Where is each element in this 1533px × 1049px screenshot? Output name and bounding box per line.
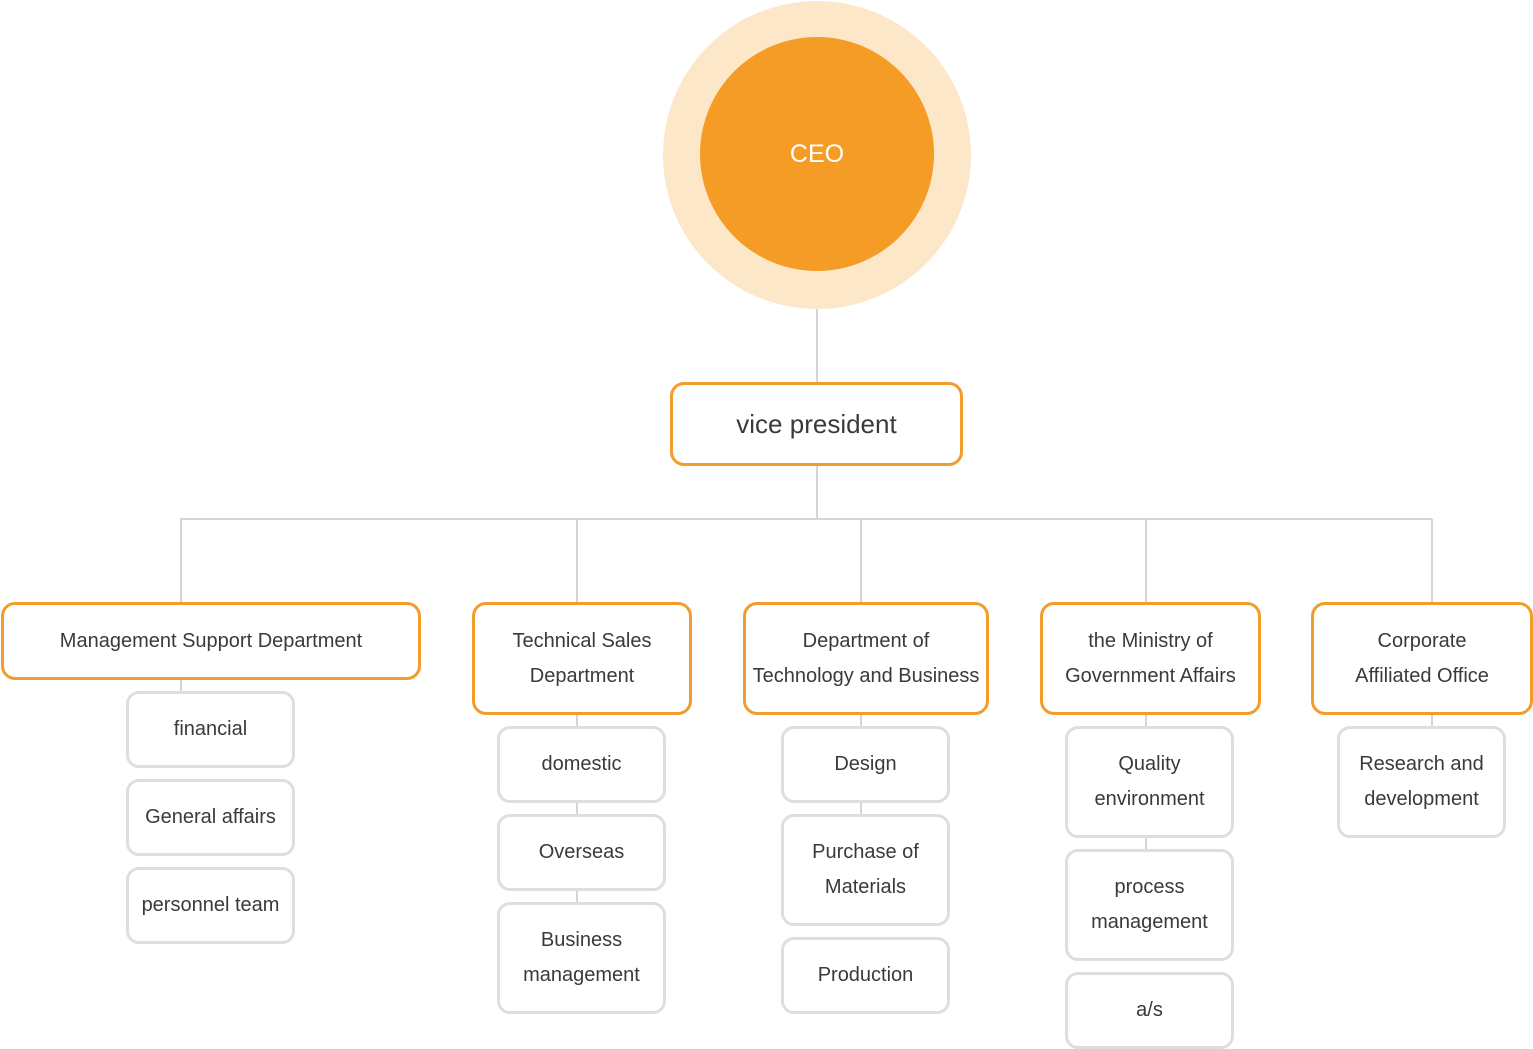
unit-label: financial: [173, 718, 248, 740]
unit-process-management: process management: [1065, 849, 1234, 961]
department-label: the Ministry of Government Affairs: [1065, 629, 1236, 687]
unit-general-affairs: General affairs: [126, 779, 295, 856]
unit-label: Research and development: [1359, 753, 1484, 810]
department-technical-sales: Technical Sales Department: [472, 602, 692, 715]
unit-label: Business management: [523, 929, 640, 986]
unit-production: Production: [781, 937, 950, 1014]
ceo-node: CEO: [700, 37, 934, 271]
unit-research-and-development: Research and development: [1337, 726, 1506, 838]
unit-label: personnel team: [141, 894, 280, 916]
department-label: Technical Sales Department: [512, 629, 652, 687]
ceo-label: CEO: [789, 139, 845, 168]
department-label: Corporate Affiliated Office: [1355, 629, 1489, 687]
unit-label: Quality environment: [1094, 753, 1205, 810]
unit-business-management: Business management: [497, 902, 666, 1014]
unit-label: Production: [817, 964, 914, 986]
unit-label: process management: [1091, 876, 1208, 933]
department-label: Management Support Department: [59, 629, 363, 652]
unit-label: domestic: [541, 753, 622, 775]
vice-president-node: vice president: [670, 382, 963, 466]
department-technology-business: Department of Technology and Business: [743, 602, 989, 715]
unit-quality-environment: Quality environment: [1065, 726, 1234, 838]
unit-purchase-of-materials: Purchase of Materials: [781, 814, 950, 926]
department-management-support: Management Support Department: [1, 602, 421, 680]
unit-label: a/s: [1136, 999, 1163, 1021]
unit-label: Overseas: [538, 841, 625, 863]
unit-label: Purchase of Materials: [812, 841, 919, 898]
unit-overseas: Overseas: [497, 814, 666, 891]
department-government-affairs: the Ministry of Government Affairs: [1040, 602, 1261, 715]
unit-design: Design: [781, 726, 950, 803]
unit-label: Design: [834, 753, 897, 775]
unit-personnel-team: personnel team: [126, 867, 295, 944]
department-label: Department of Technology and Business: [752, 629, 980, 687]
vice-president-label: vice president: [736, 408, 897, 439]
department-affiliated-office: Corporate Affiliated Office: [1311, 602, 1533, 715]
unit-domestic: domestic: [497, 726, 666, 803]
unit-a-s: a/s: [1065, 972, 1234, 1049]
unit-financial: financial: [126, 691, 295, 768]
unit-label: General affairs: [145, 806, 276, 828]
